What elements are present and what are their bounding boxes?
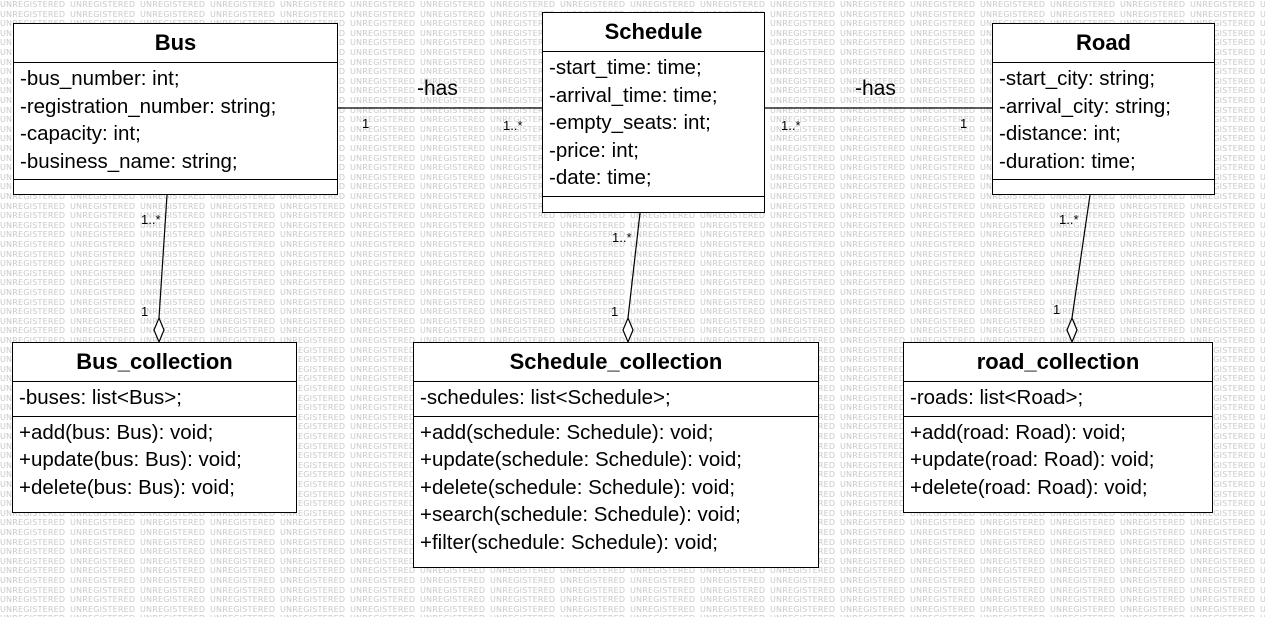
- class-road-collection[interactable]: road_collection -roads: list<Road>; +add…: [903, 342, 1213, 513]
- attribute: -buses: list<Bus>;: [19, 386, 182, 409]
- attribute: -roads: list<Road>;: [910, 386, 1084, 409]
- road-aggregation-diamond: [1066, 316, 1078, 344]
- class-bus-collection[interactable]: Bus_collection -buses: list<Bus>; +add(b…: [12, 342, 297, 513]
- road-side-multiplicity: 1: [960, 116, 968, 131]
- bus-schedule-association-name: -has: [417, 77, 458, 100]
- method: +add(road: Road): void;: [910, 420, 1126, 444]
- attribute: -duration: time;: [999, 149, 1136, 173]
- attribute: -distance: int;: [999, 122, 1121, 145]
- method: +delete(bus: Bus): void;: [19, 475, 235, 499]
- bus-side-multiplicity: 1: [362, 116, 370, 131]
- attribute: -price: int;: [549, 138, 639, 162]
- class-name: Bus_collection: [13, 343, 296, 382]
- attribute: -registration_number: string;: [20, 94, 277, 118]
- schedule-side-multiplicity-right: 1..*: [781, 118, 801, 133]
- attributes-compartment: -start_time: time; -arrival_time: time; …: [543, 52, 764, 197]
- class-name: Schedule: [543, 13, 764, 52]
- road-aggregation-line: [1071, 194, 1091, 319]
- road-schedule-association-name: -has: [855, 77, 896, 100]
- attribute: -business_name: string;: [20, 149, 238, 173]
- attribute: -start_city: string;: [999, 67, 1156, 90]
- attribute: -arrival_city: string;: [999, 94, 1172, 118]
- attributes-compartment: -start_city: string; -arrival_city: stri…: [993, 63, 1214, 180]
- method: +filter(schedule: Schedule): void;: [420, 530, 718, 554]
- methods-compartment: [993, 180, 1214, 186]
- method: +add(bus: Bus): void;: [19, 420, 214, 444]
- class-schedule-collection[interactable]: Schedule_collection -schedules: list<Sch…: [413, 342, 819, 568]
- methods-compartment: +add(schedule: Schedule): void; +update(…: [414, 417, 818, 561]
- method: +add(schedule: Schedule): void;: [420, 420, 714, 444]
- method: +update(road: Road): void;: [910, 448, 1155, 471]
- attribute: -date: time;: [549, 166, 652, 189]
- class-bus[interactable]: Bus -bus_number: int; -registration_numb…: [13, 23, 338, 195]
- methods-compartment: +add(road: Road): void; +update(road: Ro…: [904, 417, 1212, 506]
- method: +update(bus: Bus): void;: [19, 448, 242, 471]
- attribute: -schedules: list<Schedule>;: [420, 386, 671, 409]
- bus-collection-whole-multiplicity: 1: [141, 304, 149, 319]
- method: +delete(schedule: Schedule): void;: [420, 475, 736, 499]
- attribute: -bus_number: int;: [20, 67, 180, 90]
- bus-aggregation-diamond: [153, 316, 165, 344]
- attributes-compartment: -schedules: list<Schedule>;: [414, 382, 818, 417]
- methods-compartment: [14, 180, 337, 186]
- class-name: Schedule_collection: [414, 343, 818, 382]
- class-name: Road: [993, 24, 1214, 63]
- road-collection-whole-multiplicity: 1: [1053, 302, 1061, 317]
- schedule-aggregation-diamond: [622, 316, 634, 344]
- schedule-collection-whole-multiplicity: 1: [611, 304, 619, 319]
- method: +search(schedule: Schedule): void;: [420, 503, 741, 526]
- methods-compartment: [543, 197, 764, 203]
- class-name: Bus: [14, 24, 337, 63]
- attribute: -start_time: time;: [549, 56, 702, 79]
- attribute: -empty_seats: int;: [549, 111, 711, 134]
- schedule-side-multiplicity-left: 1..*: [503, 118, 523, 133]
- class-schedule[interactable]: Schedule -start_time: time; -arrival_tim…: [542, 12, 765, 213]
- road-part-multiplicity: 1..*: [1059, 212, 1079, 227]
- attributes-compartment: -bus_number: int; -registration_number: …: [14, 63, 337, 180]
- methods-compartment: +add(bus: Bus): void; +update(bus: Bus):…: [13, 417, 296, 506]
- bus-aggregation-line: [158, 194, 168, 319]
- method: +update(schedule: Schedule): void;: [420, 448, 742, 471]
- class-name: road_collection: [904, 343, 1212, 382]
- method: +delete(road: Road): void;: [910, 475, 1148, 499]
- schedule-aggregation-line: [627, 212, 641, 319]
- bus-part-multiplicity: 1..*: [141, 212, 161, 227]
- schedule-part-multiplicity: 1..*: [612, 230, 632, 245]
- attribute: -capacity: int;: [20, 122, 141, 145]
- attributes-compartment: -roads: list<Road>;: [904, 382, 1212, 417]
- attributes-compartment: -buses: list<Bus>;: [13, 382, 296, 417]
- attribute: -arrival_time: time;: [549, 83, 718, 107]
- class-road[interactable]: Road -start_city: string; -arrival_city:…: [992, 23, 1215, 195]
